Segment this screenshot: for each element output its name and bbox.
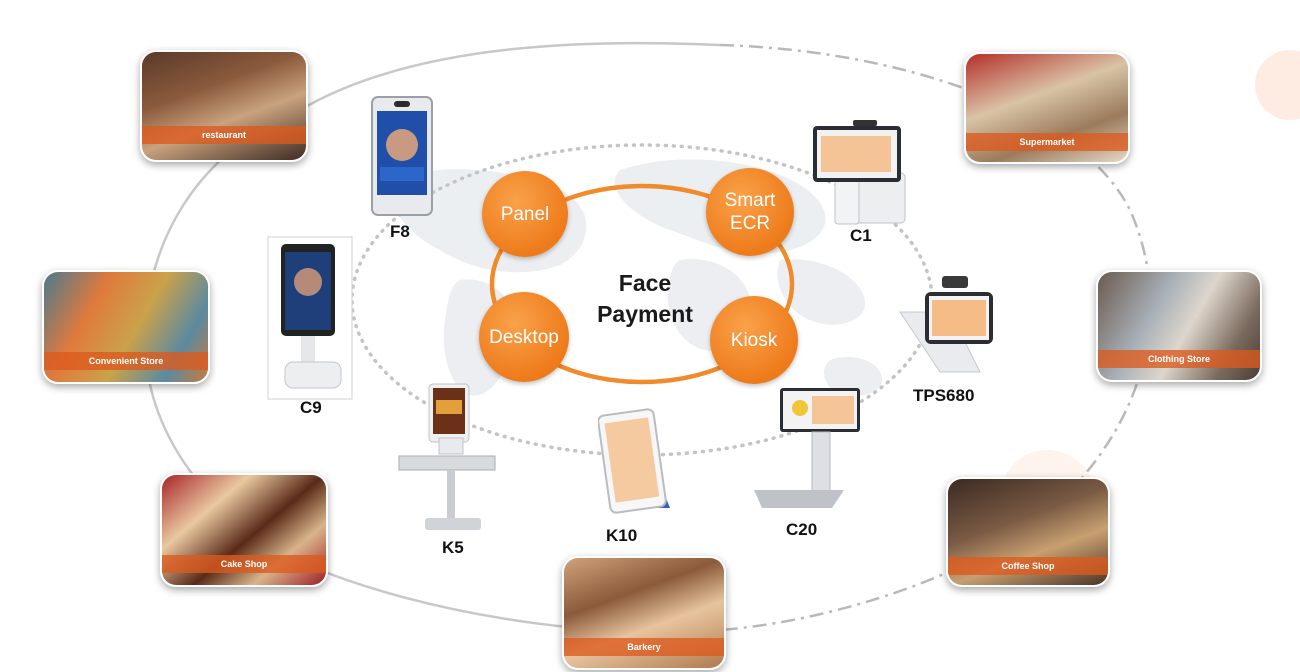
hub-smart-ecr-label-2: ECR [729,213,771,234]
device-c1-icon [813,120,906,225]
hub-kiosk-label: Kiosk [730,329,778,351]
scene-cake-shop: Cake Shop [160,473,328,587]
hub-desktop: Desktop [479,292,569,382]
device-k5-icon [398,383,496,530]
hub-kiosk: Kiosk [710,296,798,384]
scene-restaurant: restaurant [140,50,308,162]
scene-restaurant-label: restaurant [142,126,306,144]
scene-barkery-label: Barkery [564,638,724,656]
scene-cake-shop-label: Cake Shop [162,555,326,573]
hub-smart-ecr-label-1: Smart [724,190,776,211]
hub-panel: Panel [482,171,568,257]
product-f8-label: F8 [390,222,410,241]
scene-convenient-store-label: Convenient Store [44,352,208,370]
hub-panel-label: Panel [500,203,550,225]
scene-coffee-shop: Coffee Shop [946,477,1110,587]
scene-supermarket-label: Supermarket [966,133,1128,151]
device-k10-icon [598,408,670,514]
device-c20-icon [754,388,860,508]
device-c9-icon [267,236,353,400]
scene-convenient-store: Convenient Store [42,270,210,384]
product-c1-label: C1 [850,226,872,245]
product-k10-label: K10 [606,526,638,545]
scene-supermarket: Supermarket [964,52,1130,164]
product-c20-label: C20 [786,520,818,539]
hub-smart-ecr: Smart ECR [706,168,794,256]
hub-desktop-label: Desktop [489,326,559,348]
product-k5-label: K5 [442,538,464,557]
center-title-line-2: Payment [597,301,693,327]
scene-barkery: Barkery [562,556,726,670]
scene-clothing-store: Clothing Store [1096,270,1262,382]
scene-coffee-shop-label: Coffee Shop [948,557,1108,575]
center-title-line-1: Face [618,270,672,296]
device-tps680-icon [899,276,993,373]
scene-clothing-store-label: Clothing Store [1098,350,1260,368]
product-c9-label: C9 [300,398,322,417]
product-tps680-label: TPS680 [913,386,975,405]
center-title: Face Payment [560,268,730,330]
device-f8-icon [371,96,433,216]
